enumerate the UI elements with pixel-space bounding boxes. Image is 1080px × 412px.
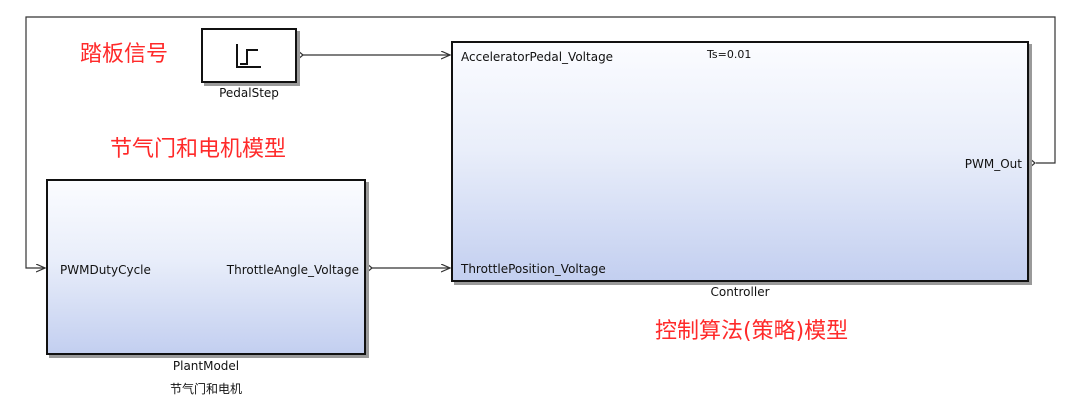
plant-model-subtitle: 节气门和电机 (169, 382, 243, 396)
controller-label: Controller (710, 285, 770, 299)
annotation-control-algorithm-model: 控制算法(策略)模型 (655, 319, 849, 344)
controller-output-port-icon (1028, 157, 1036, 169)
step-icon (236, 44, 261, 68)
controller-sample-time: Ts=0.01 (707, 48, 752, 61)
pedal-step-label: PedalStep (219, 86, 279, 100)
line-feedback-pwm (25, 16, 1056, 268)
pedal-output-port-icon (296, 49, 304, 61)
annotation-throttle-motor-model: 节气门和电机模型 (110, 137, 287, 162)
annotation-pedal-signal: 踏板信号 (80, 42, 169, 67)
plant-output-port-label: ThrottleAngle_Voltage (226, 263, 359, 277)
pedal-step-block[interactable] (201, 28, 297, 83)
plant-input-port-label: PWMDutyCycle (60, 263, 151, 277)
controller-block[interactable]: AcceleratorPedal_Voltage Ts=0.01 PWM_Out… (451, 41, 1029, 282)
controller-output-port-label: PWM_Out (964, 157, 1022, 171)
plant-output-port-icon (365, 262, 373, 274)
plant-model-block[interactable]: PWMDutyCycle ThrottleAngle_Voltage (46, 179, 366, 355)
controller-input-port-2-label: ThrottlePosition_Voltage (461, 262, 606, 276)
plant-model-label: PlantModel (172, 359, 240, 373)
controller-input-port-1-label: AcceleratorPedal_Voltage (461, 50, 614, 64)
